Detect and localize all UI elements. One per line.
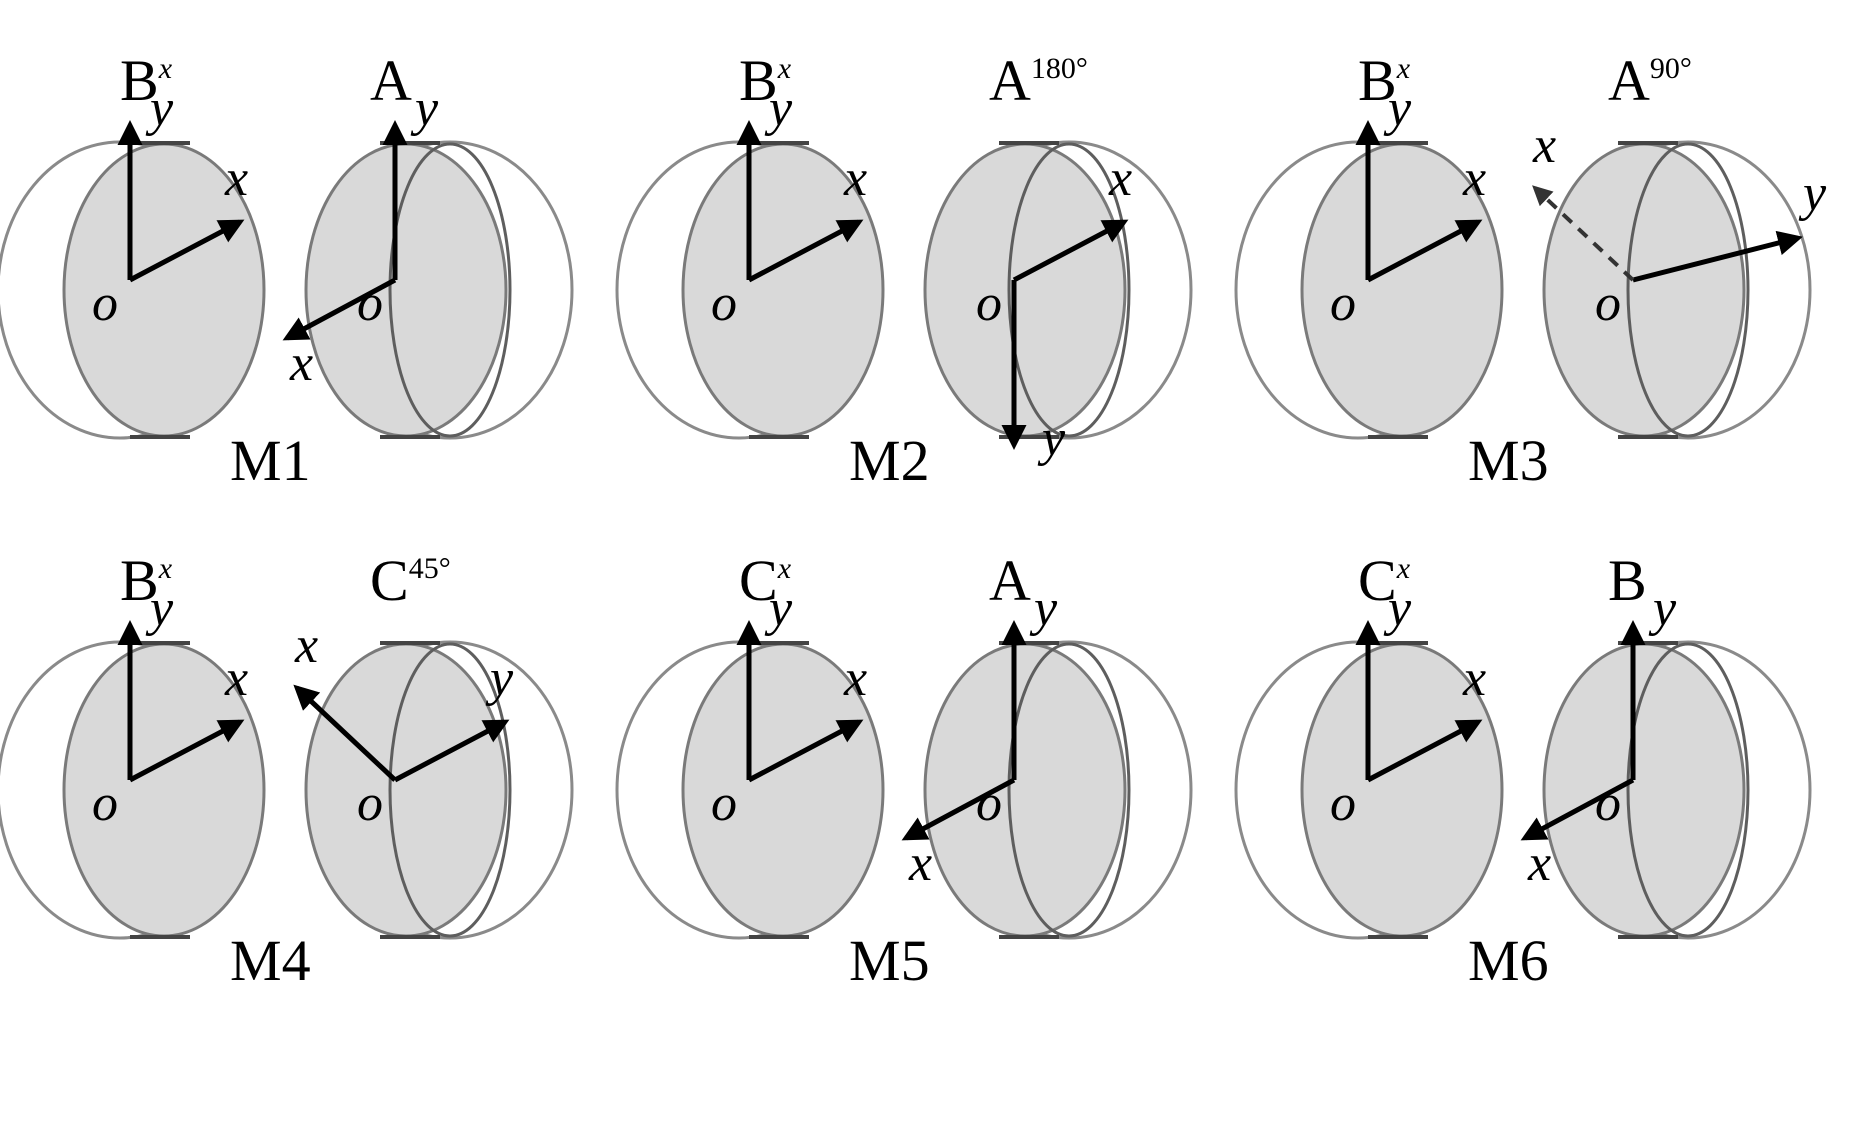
- left-axis-x-label: x: [843, 150, 867, 207]
- left-axis-x-arrow: [1366, 219, 1483, 283]
- left-magnet-name: Bx: [120, 48, 173, 113]
- panel-caption: M5: [849, 928, 930, 993]
- left-axis-x-label: x: [224, 650, 248, 707]
- left-magnet-name: Cx: [1358, 548, 1411, 613]
- right-magnet-name: B: [1608, 548, 1647, 613]
- right-magnet-name: A: [370, 48, 412, 113]
- right-axis-x-arrow: [1012, 219, 1129, 283]
- panel-caption: M6: [1468, 928, 1549, 993]
- right-axis-x-arrow: [901, 777, 1016, 841]
- right-origin-label: o: [976, 775, 1002, 832]
- right-axis-y-label: y: [1648, 580, 1677, 637]
- right-axis-x-label: x: [1108, 150, 1132, 207]
- right-axis-x-label: x: [289, 335, 313, 392]
- right-axis-x-label: x: [908, 835, 932, 892]
- left-axis-x-arrow: [1366, 719, 1483, 783]
- right-axis-x-arrow: [282, 277, 397, 341]
- left-axis-x-arrow: [747, 719, 864, 783]
- left-axis-y-label: y: [764, 580, 793, 637]
- panel-caption: M3: [1468, 428, 1549, 493]
- right-axis-y-label: y: [1037, 410, 1066, 467]
- left-axis-y-label: y: [1383, 580, 1412, 637]
- left-axis-x-arrow: [747, 219, 864, 283]
- left-magnet-name: Bx: [739, 48, 792, 113]
- left-origin-label: o: [711, 775, 737, 832]
- right-axis-y-arrow: [393, 719, 510, 783]
- right-axis-x-label: x: [1527, 835, 1551, 892]
- right-magnet-name: A: [989, 548, 1031, 613]
- left-axis-y-label: y: [145, 580, 174, 637]
- right-origin-label: o: [357, 775, 383, 832]
- right-axis-y-label: y: [1798, 165, 1827, 222]
- left-origin-label: o: [92, 775, 118, 832]
- right-origin-label: o: [1595, 275, 1621, 332]
- left-origin-label: o: [92, 275, 118, 332]
- left-axis-x-label: x: [843, 650, 867, 707]
- right-origin-label: o: [976, 275, 1002, 332]
- right-axis-x-arrow: [293, 684, 397, 782]
- right-magnet-name: C45°: [370, 548, 451, 613]
- right-axis-y-label: y: [1029, 580, 1058, 637]
- panel-caption: M4: [230, 928, 311, 993]
- right-axis-y-label: y: [485, 650, 514, 707]
- right-axis-x-label: x: [294, 617, 318, 674]
- left-magnet-name: Cx: [739, 548, 792, 613]
- panel-caption: M2: [849, 428, 930, 493]
- left-axis-x-label: x: [1462, 650, 1486, 707]
- left-axis-x-arrow: [128, 719, 245, 783]
- right-axis-x-arrow: [1520, 777, 1635, 841]
- right-origin-label: o: [1595, 775, 1621, 832]
- right-axis-y-label: y: [410, 80, 439, 137]
- left-axis-x-label: x: [1462, 150, 1486, 207]
- left-axis-y-label: y: [1383, 80, 1412, 137]
- left-axis-x-label: x: [224, 150, 248, 207]
- left-origin-label: o: [711, 275, 737, 332]
- right-axis-x-label: x: [1532, 117, 1556, 174]
- right-magnet-name: A180°: [989, 48, 1088, 113]
- left-magnet-name: Bx: [1358, 48, 1411, 113]
- right-axis-y-arrow: [1632, 230, 1803, 283]
- right-axis-x-arrow: [1532, 185, 1635, 282]
- right-magnet-name: A90°: [1608, 48, 1692, 113]
- left-magnet-name: Bx: [120, 548, 173, 613]
- left-origin-label: o: [1330, 775, 1356, 832]
- left-origin-label: o: [1330, 275, 1356, 332]
- right-origin-label: o: [357, 275, 383, 332]
- left-axis-x-arrow: [128, 219, 245, 283]
- left-axis-y-label: y: [764, 80, 793, 137]
- panel-caption: M1: [230, 428, 311, 493]
- left-axis-y-label: y: [145, 80, 174, 137]
